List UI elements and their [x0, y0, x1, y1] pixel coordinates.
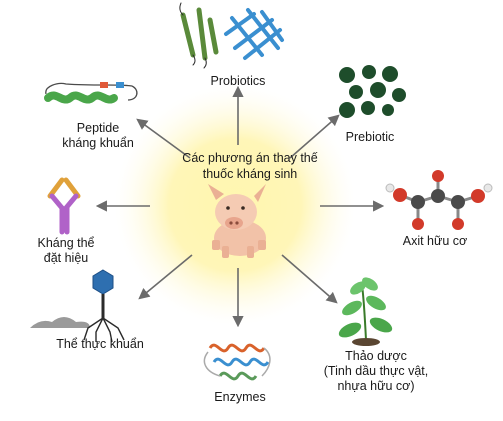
center-title-line-1: Các phương án thay thế	[182, 151, 318, 165]
label-peptide: Peptide kháng khuẩn	[50, 121, 146, 151]
pig-icon	[208, 184, 266, 258]
label-enzymes: Enzymes	[200, 390, 280, 405]
label-antibody-line-1: Kháng thể	[37, 236, 95, 250]
arrows	[95, 85, 385, 328]
label-herbs-line-3: nhựa hữu cơ)	[337, 379, 415, 393]
label-prebiotic-line-1: Prebiotic	[345, 130, 395, 144]
protein-icon	[203, 343, 271, 381]
center-title-line-2: thuốc kháng sinh	[202, 167, 298, 181]
label-herbs-line-1: Thảo dược	[345, 349, 407, 363]
plant-icon	[338, 277, 393, 346]
label-prebiotic: Prebiotic	[330, 130, 410, 145]
label-enzymes-line-1: Enzymes	[214, 390, 266, 404]
molecule-icon	[385, 170, 493, 230]
bacteriophage-icon	[30, 269, 125, 343]
label-peptide-line-1: Peptide	[76, 121, 120, 135]
label-organic-acid-line-1: Axit hữu cơ	[402, 234, 468, 248]
label-peptide-line-2: kháng khuẩn	[62, 136, 134, 150]
arrow-bacteriophage	[138, 254, 193, 300]
bacteria-icon	[179, 2, 284, 69]
arrow-peptide	[136, 118, 191, 159]
arrow-prebiotic	[289, 114, 340, 159]
peptide-icon	[44, 82, 138, 104]
antibody-icon	[47, 177, 81, 235]
label-bacteriophage: Thể thực khuẩn	[40, 337, 160, 352]
label-organic-acid: Axit hữu cơ	[390, 234, 480, 249]
arrow-herbs	[281, 254, 338, 304]
label-probiotics: Probiotics	[190, 74, 286, 89]
label-antibody: Kháng thể đặt hiệu	[26, 236, 106, 266]
label-probiotics-line-1: Probiotics	[210, 74, 266, 88]
label-herbs: Thảo dược (Tinh dầu thực vật, nhựa hữu c…	[316, 349, 436, 394]
label-herbs-line-2: (Tinh dầu thực vật,	[323, 364, 429, 378]
label-antibody-line-2: đặt hiệu	[43, 251, 89, 265]
granules-icon	[339, 65, 406, 118]
center-title: Các phương án thay thế thuốc kháng sinh	[150, 150, 350, 182]
label-bacteriophage-line-1: Thể thực khuẩn	[56, 337, 144, 351]
